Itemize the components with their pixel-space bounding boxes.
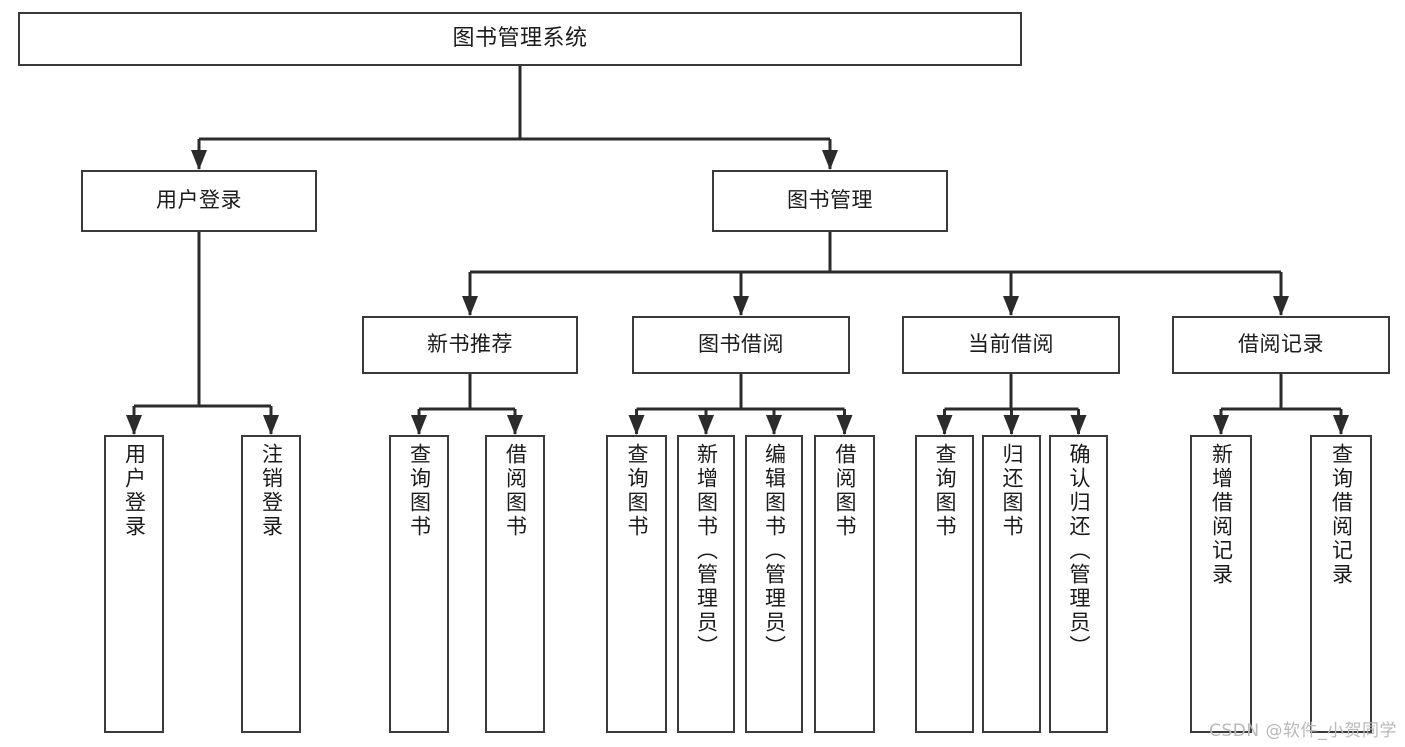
arrowhead-icon — [1003, 415, 1020, 435]
node-label: 归还图书 — [1000, 443, 1024, 539]
arrowhead-icon — [766, 415, 782, 435]
node-label: 查询借阅记录 — [1329, 443, 1354, 587]
arrowhead-icon — [1333, 415, 1349, 435]
arrowhead-icon — [191, 150, 207, 170]
node-l-add[interactable]: 新增图书（管理员） — [677, 435, 735, 733]
node-label: 图书借阅 — [698, 332, 784, 357]
arrowhead-icon — [698, 415, 714, 435]
node-l-queryrec[interactable]: 查询借阅记录 — [1310, 435, 1372, 733]
node-l-query2[interactable]: 查询图书 — [606, 435, 667, 733]
node-l-borrow1[interactable]: 借阅图书 — [485, 435, 545, 733]
node-l-query3[interactable]: 查询图书 — [915, 435, 974, 733]
node-label: 借阅记录 — [1238, 332, 1324, 357]
arrowhead-icon — [263, 415, 279, 435]
arrowhead-icon — [733, 296, 749, 316]
node-newbook[interactable]: 新书推荐 — [362, 316, 578, 374]
node-label: 借阅图书 — [503, 443, 528, 539]
node-label: 查询图书 — [933, 443, 957, 539]
node-label: 确认归还（管理员） — [1067, 443, 1091, 659]
node-label: 图书管理 — [787, 188, 873, 213]
arrowhead-icon — [1213, 415, 1229, 435]
node-label: 新增图书（管理员） — [694, 443, 719, 659]
arrowhead-icon — [1273, 296, 1289, 316]
node-l-logout[interactable]: 注销登录 — [241, 435, 301, 733]
arrowhead-icon — [822, 150, 838, 170]
node-bookmgmt[interactable]: 图书管理 — [712, 170, 948, 232]
node-label: 新增借阅记录 — [1209, 443, 1234, 587]
node-label: 用户登录 — [156, 188, 242, 213]
node-label: 图书管理系统 — [452, 25, 588, 51]
node-login[interactable]: 用户登录 — [81, 170, 317, 232]
node-l-login[interactable]: 用户登录 — [104, 435, 164, 733]
node-label: 新书推荐 — [427, 332, 513, 357]
node-l-borrow2[interactable]: 借阅图书 — [814, 435, 875, 733]
node-l-edit[interactable]: 编辑图书（管理员） — [745, 435, 803, 733]
node-records[interactable]: 借阅记录 — [1172, 316, 1390, 374]
arrowhead-icon — [462, 296, 478, 316]
node-l-addrec[interactable]: 新增借阅记录 — [1190, 435, 1252, 733]
node-borrow[interactable]: 图书借阅 — [632, 316, 850, 374]
node-label: 借阅图书 — [833, 443, 857, 539]
arrowhead-icon — [936, 415, 953, 435]
node-label: 查询图书 — [407, 443, 432, 539]
arrowhead-icon — [1003, 296, 1019, 316]
node-label: 查询图书 — [625, 443, 649, 539]
arrowhead-icon — [836, 415, 853, 435]
arrowhead-icon — [1070, 415, 1087, 435]
arrowhead-icon — [628, 415, 645, 435]
node-l-confirm[interactable]: 确认归还（管理员） — [1049, 435, 1108, 733]
arrowhead-icon — [411, 415, 427, 435]
node-label: 编辑图书（管理员） — [762, 443, 787, 659]
node-current[interactable]: 当前借阅 — [902, 316, 1120, 374]
node-label: 用户登录 — [122, 443, 147, 539]
node-label: 注销登录 — [259, 443, 284, 539]
arrowhead-icon — [507, 415, 523, 435]
arrowhead-icon — [126, 415, 142, 435]
node-label: 当前借阅 — [968, 332, 1054, 357]
node-l-query1[interactable]: 查询图书 — [389, 435, 449, 733]
watermark-label: CSDN @软件_小贺同学 — [1209, 721, 1397, 741]
node-l-return[interactable]: 归还图书 — [982, 435, 1041, 733]
node-root[interactable]: 图书管理系统 — [18, 12, 1022, 66]
